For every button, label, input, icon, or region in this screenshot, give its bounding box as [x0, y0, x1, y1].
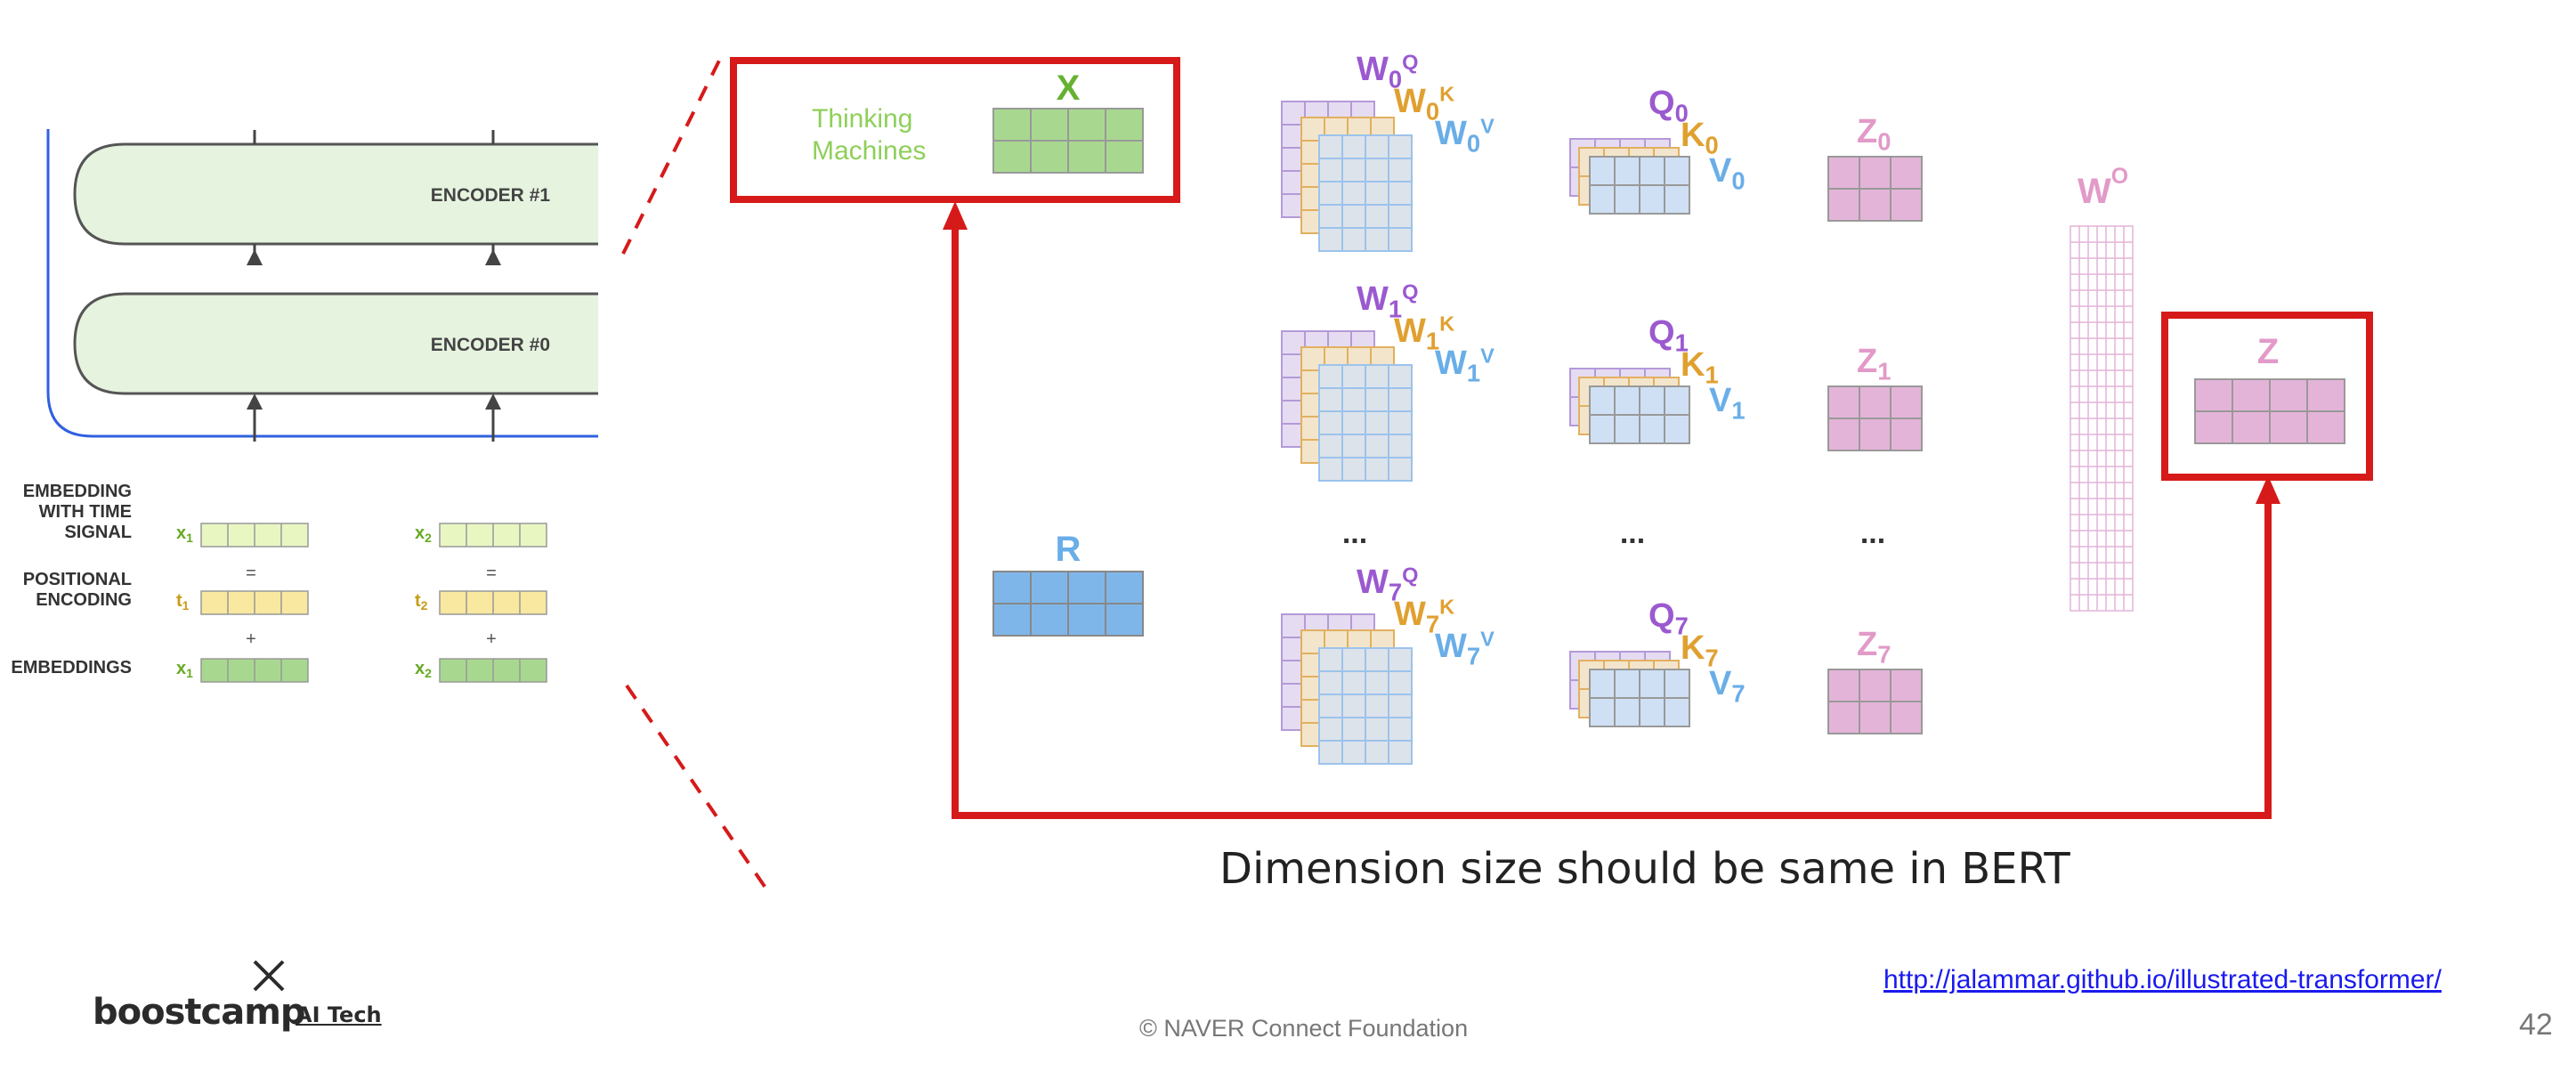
- row-label: EMBEDDING: [23, 482, 132, 501]
- head-ellipsis: ...: [1620, 516, 1645, 550]
- input-arrow-head: [485, 393, 501, 410]
- wo-matrix: [2070, 225, 2134, 612]
- v-matrix: [1589, 385, 1690, 444]
- input-highlight-box: [730, 57, 1180, 203]
- row-label: SIGNAL: [64, 523, 132, 542]
- r-matrix-label: R: [1056, 530, 1081, 569]
- wk-label: W0K: [1394, 82, 1454, 125]
- embedding-vector: [439, 590, 547, 615]
- encoder-label: ENCODER #0: [431, 335, 550, 355]
- z-output-matrix: [2194, 378, 2345, 444]
- token-label: x1: [176, 659, 193, 680]
- token-label: t2: [415, 591, 428, 613]
- z-head-matrix: [1827, 669, 1923, 734]
- close-x-icon: [253, 960, 285, 992]
- wk-label: W1K: [1394, 312, 1454, 354]
- embedding-vector: [439, 658, 547, 683]
- multi-head-attention-diagram: ThinkingMachinesXRW0QW0KW0VQ0K0V0Z0W1QW1…: [730, 50, 2373, 819]
- wv-label: W0V: [1435, 114, 1495, 157]
- v-label: V0: [1709, 152, 1746, 194]
- v-matrix: [1589, 156, 1690, 215]
- input-word: Machines: [812, 136, 926, 166]
- copyright-text: © NAVER Connect Foundation: [1139, 1015, 1469, 1042]
- encoder-block: [73, 142, 598, 246]
- z-head-matrix: [1827, 385, 1923, 451]
- token-label: x1: [176, 523, 193, 545]
- wq-label: W1Q: [1357, 280, 1418, 322]
- page-number: 42: [2519, 1008, 2553, 1042]
- k-label: K1: [1681, 346, 1719, 388]
- wo-label: WO: [2078, 165, 2128, 211]
- token-label: x2: [415, 523, 432, 545]
- token-label: t1: [176, 591, 190, 613]
- z-head-label: Z0: [1857, 113, 1891, 155]
- v-matrix: [1589, 669, 1690, 727]
- embedding-vector: [200, 523, 309, 548]
- wv-matrix: [1318, 134, 1413, 252]
- wk-label: W7K: [1394, 595, 1454, 637]
- k-label: K7: [1681, 629, 1719, 671]
- row-label: WITH TIME: [39, 502, 132, 522]
- wq-label: W0Q: [1357, 50, 1418, 93]
- input-word: Thinking: [812, 104, 912, 134]
- encoder-block: [73, 292, 598, 395]
- red-arrowhead-z: [2256, 475, 2280, 504]
- r-matrix: [992, 571, 1144, 637]
- diagram-caption: Dimension size should be same in BERT: [1219, 844, 2070, 894]
- output-highlight-box: [2161, 312, 2373, 481]
- row-label: EMBEDDINGS: [11, 658, 132, 677]
- wq-label: W7Q: [1357, 563, 1418, 605]
- zoom-line-top: [621, 56, 723, 255]
- z-head-label: Z7: [1857, 626, 1891, 668]
- embedding-vector: [439, 523, 547, 548]
- row-operator: =: [486, 564, 497, 583]
- v-label: V1: [1709, 382, 1746, 424]
- z-head-matrix: [1827, 156, 1923, 222]
- red-connector: [952, 224, 2272, 819]
- logo-wordmark: boostcamp: [93, 992, 306, 1033]
- x-matrix: [992, 108, 1144, 174]
- row-operator: +: [246, 629, 256, 649]
- logo-subtitle: AI Tech: [296, 1002, 382, 1027]
- z-output-label: Z: [2257, 332, 2279, 371]
- wv-label: W1V: [1435, 344, 1495, 386]
- zoom-line-bottom: [625, 684, 769, 892]
- z-head-label: Z1: [1857, 343, 1891, 385]
- zoom-dashed-lines: [621, 56, 769, 892]
- source-link[interactable]: http://jalammar.github.io/illustrated-tr…: [1883, 965, 2442, 994]
- head-ellipsis: ...: [1342, 516, 1367, 550]
- encoder-label: ENCODER #1: [431, 185, 551, 206]
- boostcamp-logo: boostcamp AI Tech: [93, 958, 386, 1038]
- row-label: ENCODING: [36, 590, 132, 610]
- k-label: K0: [1681, 117, 1719, 158]
- q-label: Q1: [1648, 314, 1689, 356]
- q-label: Q7: [1648, 597, 1689, 639]
- v-label: V7: [1709, 665, 1746, 707]
- row-label: POSITIONAL: [23, 570, 132, 589]
- embedding-vector: [200, 658, 309, 683]
- input-arrow-head: [247, 393, 263, 410]
- wv-matrix: [1318, 364, 1413, 482]
- head-ellipsis: ...: [1860, 516, 1885, 550]
- encoder-arrow-head: [485, 249, 501, 265]
- red-arrowhead-x: [943, 201, 968, 230]
- wv-label: W7V: [1435, 627, 1495, 669]
- x-matrix-label: X: [1057, 69, 1081, 108]
- encoder-stack-outline: [46, 129, 598, 438]
- row-operator: +: [486, 629, 497, 649]
- row-operator: =: [246, 564, 256, 583]
- encoder-arrow-head: [247, 249, 263, 265]
- embedding-vector: [200, 590, 309, 615]
- token-label: x2: [415, 659, 432, 680]
- wv-matrix: [1318, 647, 1413, 765]
- q-label: Q0: [1648, 85, 1689, 126]
